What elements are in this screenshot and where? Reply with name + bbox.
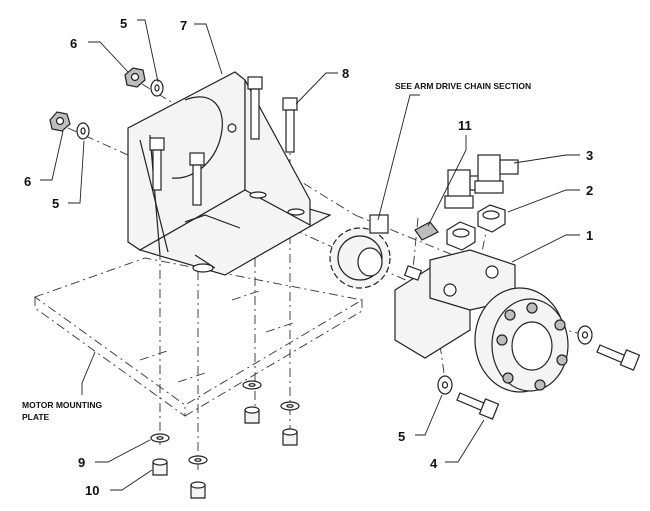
callout-10: 10: [85, 483, 99, 498]
fittings: [444, 154, 519, 251]
nut: [49, 111, 71, 132]
callout-6-left: 6: [24, 174, 31, 189]
washer: [242, 380, 262, 390]
washer: [437, 375, 453, 395]
callout-5-bottom: 5: [398, 429, 405, 444]
nut: [244, 406, 260, 424]
nut: [190, 481, 206, 499]
callout-5-left: 5: [52, 196, 59, 211]
callout-6-top: 6: [70, 36, 77, 51]
callout-9: 9: [78, 455, 85, 470]
nut: [152, 458, 168, 476]
motor-mounting-plate: [34, 257, 364, 417]
upper-hardware: [49, 67, 164, 140]
bolt: [596, 344, 641, 371]
callout-1: 1: [586, 228, 593, 243]
bolt: [282, 97, 298, 153]
callout-3: 3: [586, 148, 593, 163]
hydraulic-motor: [394, 249, 569, 393]
nut: [282, 428, 298, 446]
bracket: [127, 71, 332, 276]
elbow-fitting: [474, 154, 519, 194]
washer: [188, 455, 208, 465]
callout-8: 8: [342, 66, 349, 81]
callout-7: 7: [180, 18, 187, 33]
washer: [150, 79, 164, 97]
washer: [76, 122, 90, 140]
motor-bolts: [496, 302, 568, 391]
motor-mounting-plate-label-line1: MOTOR MOUNTING: [22, 400, 103, 410]
nut: [477, 204, 506, 233]
nut: [124, 67, 146, 88]
key: [414, 221, 439, 241]
motor-mount-hardware: [437, 325, 641, 420]
bolts: [149, 76, 298, 206]
nut: [446, 221, 476, 251]
washer: [280, 401, 300, 411]
bolt: [456, 392, 500, 420]
motor-mounting-plate-label-line2: PLATE: [22, 412, 50, 422]
lower-hardware: [150, 380, 300, 499]
callout-11: 11: [458, 118, 472, 133]
bolt: [247, 76, 263, 140]
bolt: [149, 137, 165, 191]
sprocket: [329, 214, 391, 289]
callouts: 5 6 7 8 11 3 2 1 6 5 5 4 9 10: [24, 16, 593, 498]
callout-2: 2: [586, 183, 593, 198]
washer: [577, 325, 593, 345]
leader-lines: [40, 19, 580, 491]
bolt: [189, 152, 205, 206]
see-arm-drive-chain-label: SEE ARM DRIVE CHAIN SECTION: [395, 81, 531, 91]
washer: [150, 433, 170, 443]
callout-4: 4: [430, 456, 438, 471]
callout-5-top: 5: [120, 16, 127, 31]
